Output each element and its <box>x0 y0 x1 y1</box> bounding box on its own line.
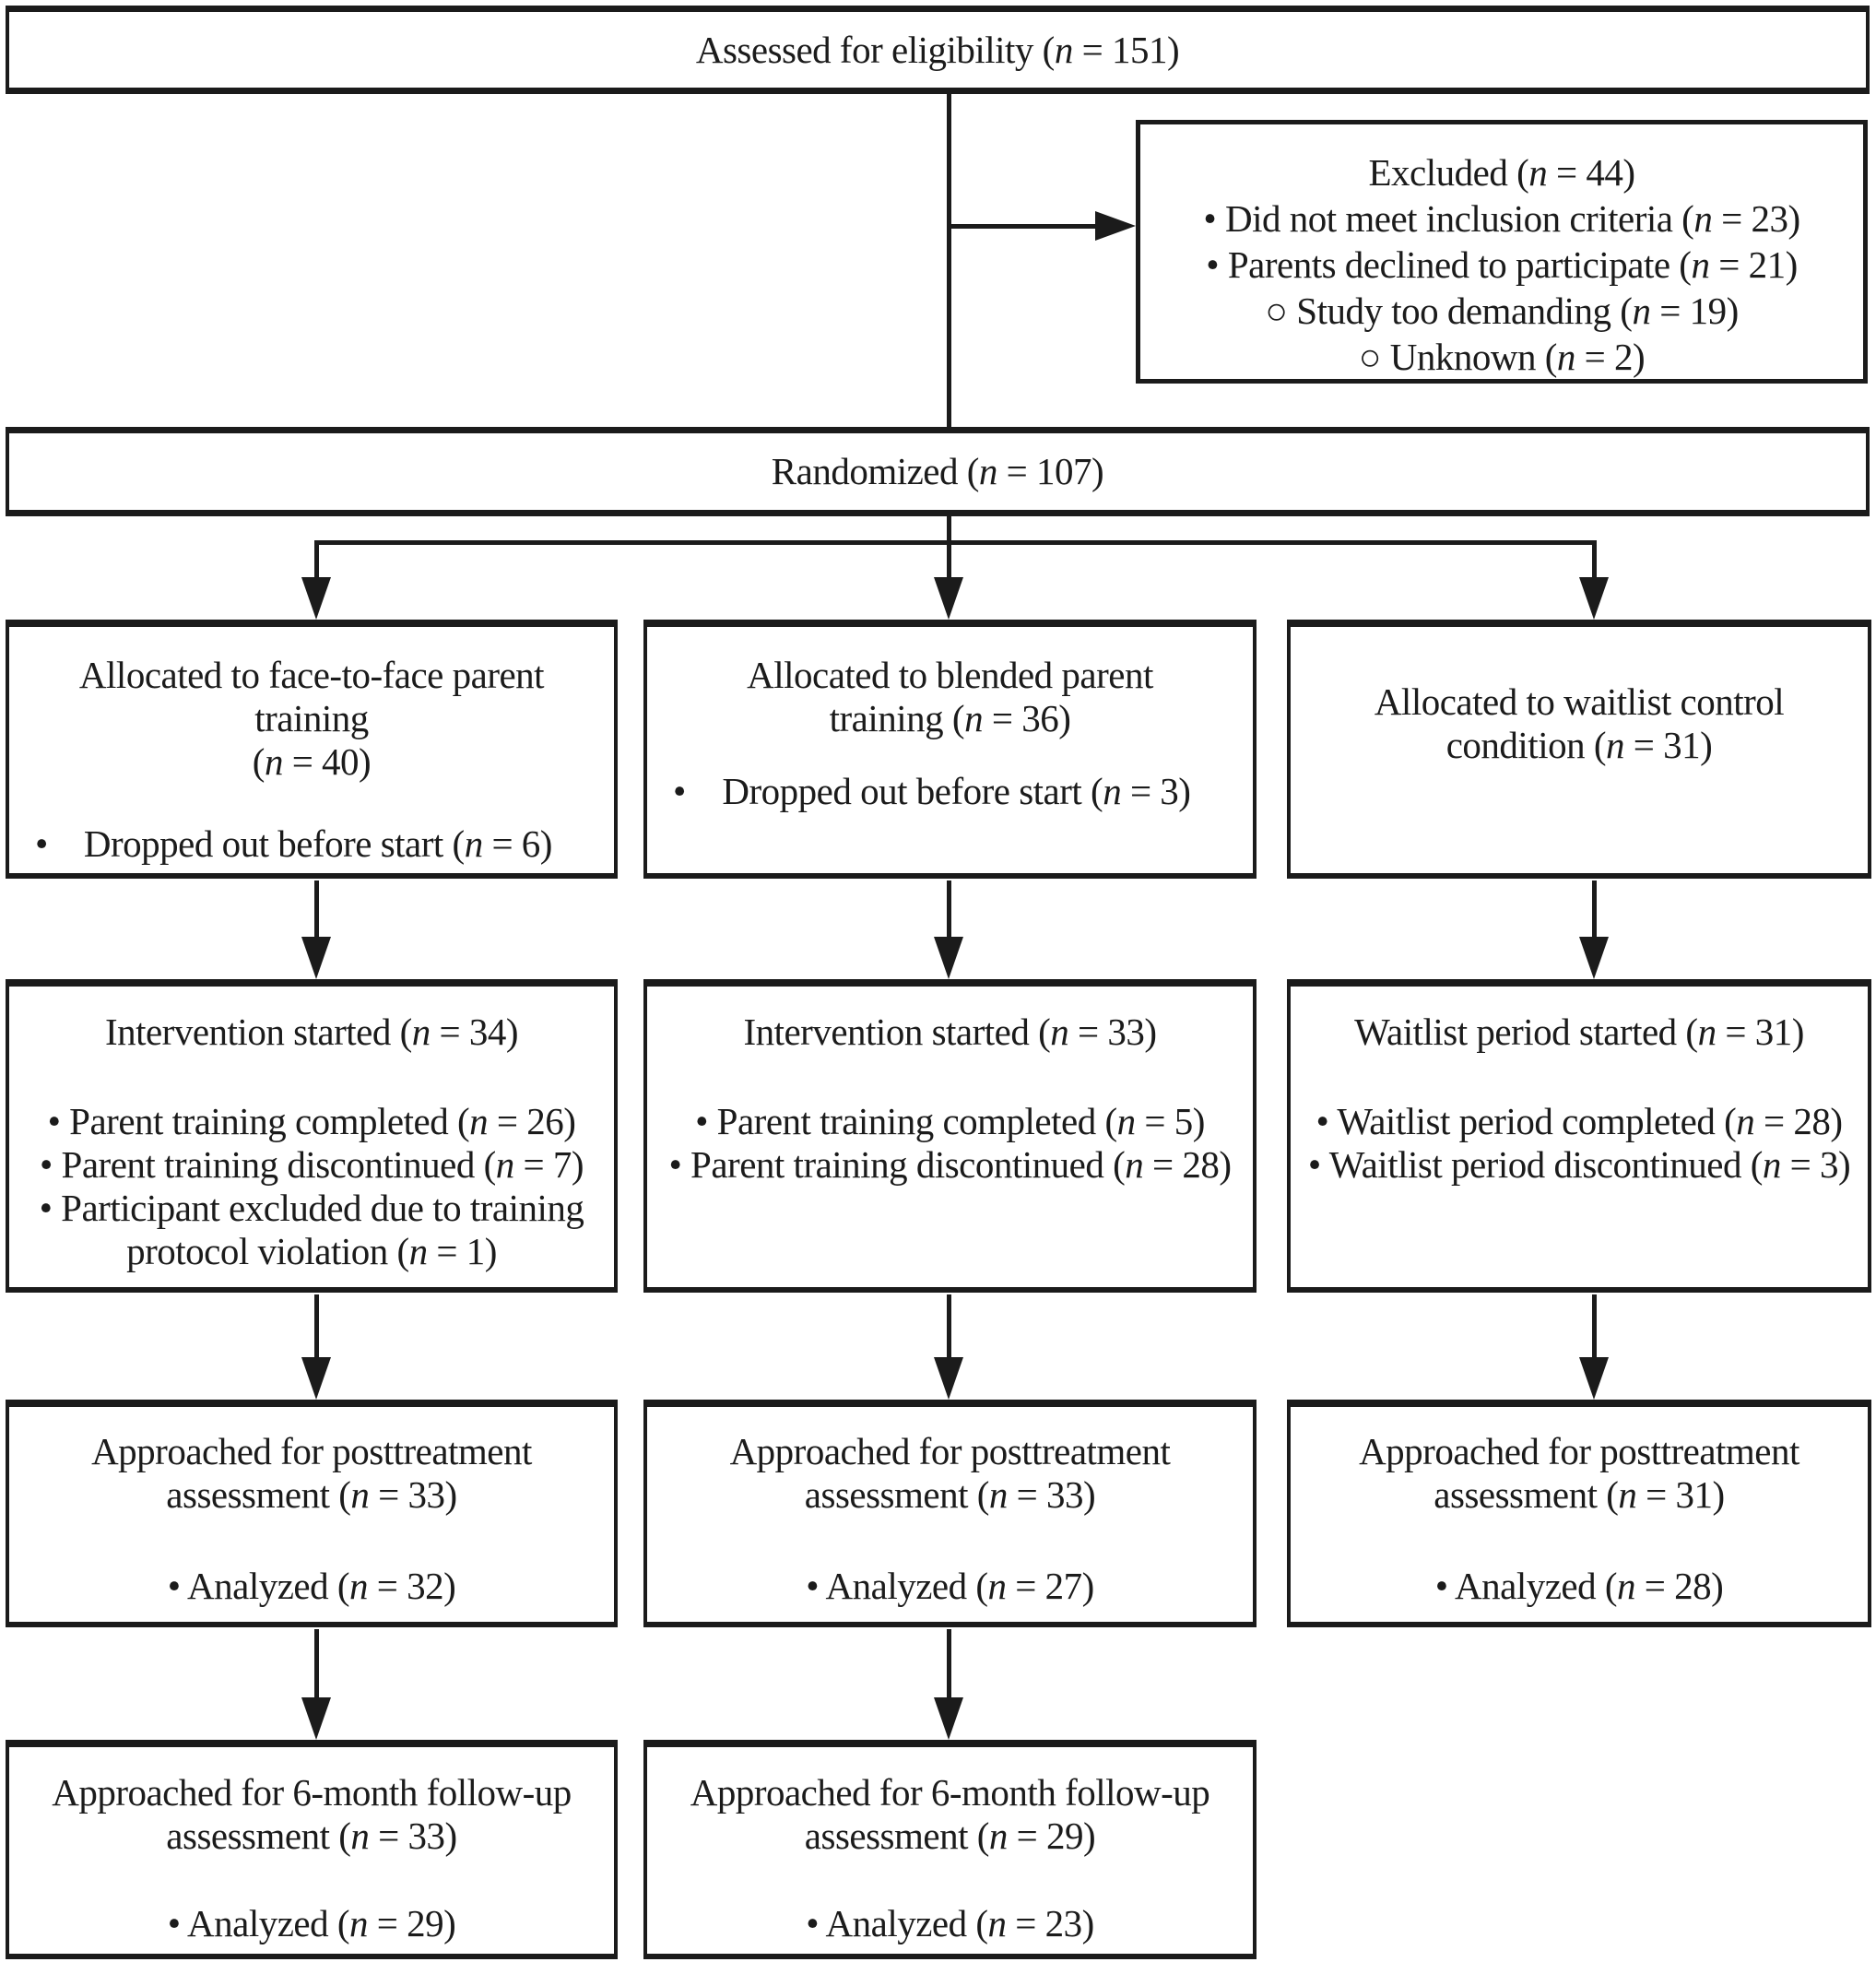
fu-title-line: assessment (n = 33) <box>166 1814 457 1857</box>
alloc-title-line: training (n = 36) <box>829 697 1071 739</box>
connector-alloc-int-middle <box>947 881 951 940</box>
bullet-glyph: • <box>673 770 686 812</box>
arrowhead-alloc-right <box>1579 577 1609 620</box>
connector-assessed-to-randomized <box>947 92 951 428</box>
box-posttreatment-blended: Approached for posttreatment assessment … <box>643 1400 1257 1627</box>
excluded-subitem: ○ Study too demanding (n = 19) <box>1265 290 1739 332</box>
box-waitlist-period: Waitlist period started (n = 31) • Waitl… <box>1287 979 1871 1293</box>
randomized-label: Randomized (n = 107) <box>771 450 1104 492</box>
int-item: • Waitlist period discontinued (n = 3) <box>1307 1143 1851 1186</box>
analyzed-item: • Analyzed (n = 23) <box>806 1902 1094 1944</box>
alloc-title-line: (n = 40) <box>252 740 372 783</box>
int-title: Waitlist period started (n = 31) <box>1354 1011 1804 1053</box>
arrowhead-int-right <box>1579 937 1609 979</box>
excluded-subitem: ○ Unknown (n = 2) <box>1358 336 1646 378</box>
branch-stub-left <box>314 540 319 581</box>
int-title: Intervention started (n = 34) <box>104 1011 519 1053</box>
connector-randomized-stub <box>947 516 951 544</box>
dropout-text: Dropped out before start (n = 6) <box>83 822 553 865</box>
int-item: • Participant excluded due to training <box>39 1187 584 1229</box>
connector-post-fu-left <box>314 1629 319 1701</box>
post-title-line: assessment (n = 33) <box>166 1473 457 1516</box>
box-allocated-face-to-face: Allocated to face-to-face parent trainin… <box>6 620 618 879</box>
int-items: • Waitlist period completed (n = 28) • W… <box>1291 1100 1868 1187</box>
dropout-item: • Dropped out before start (n = 3) <box>647 770 1253 813</box>
excluded-title: Excluded (n = 44) <box>1368 151 1635 194</box>
alloc-title-line: training <box>254 697 369 739</box>
bullet-glyph: • <box>35 822 48 865</box>
fu-title-line: Approached for 6-month follow-up <box>52 1771 572 1814</box>
assessed-label: Assessed for eligibility (n = 151) <box>695 28 1180 71</box>
arrowhead-excluded <box>1095 211 1136 241</box>
connector-int-post-right <box>1592 1294 1597 1359</box>
post-title-line: Approached for posttreatment <box>1359 1430 1799 1472</box>
analyzed-item: • Analyzed (n = 29) <box>167 1902 456 1944</box>
arrowhead-fu-left <box>301 1697 331 1740</box>
dropout-item: • Dropped out before start (n = 6) <box>9 822 614 866</box>
connector-to-excluded <box>949 224 1099 229</box>
connector-alloc-int-left <box>314 881 319 940</box>
box-posttreatment-face-to-face: Approached for posttreatment assessment … <box>6 1400 618 1627</box>
branch-stub-middle <box>947 540 951 581</box>
analyzed-item: • Analyzed (n = 28) <box>1434 1565 1724 1607</box>
analyzed-item: • Analyzed (n = 27) <box>806 1565 1094 1607</box>
box-excluded: Excluded (n = 44) • Did not meet inclusi… <box>1136 120 1868 384</box>
connector-int-post-left <box>314 1294 319 1359</box>
connector-post-fu-middle <box>947 1629 951 1701</box>
alloc-title-line: Allocated to waitlist control <box>1374 680 1785 723</box>
arrowhead-fu-middle <box>934 1697 963 1740</box>
alloc-title-line: Allocated to face-to-face parent <box>78 654 545 696</box>
post-title-line: assessment (n = 31) <box>1434 1473 1725 1516</box>
box-intervention-face-to-face: Intervention started (n = 34) • Parent t… <box>6 979 618 1293</box>
int-item: • Parent training completed (n = 5) <box>695 1100 1205 1142</box>
int-item-continuation: protocol violation (n = 1) <box>126 1230 497 1272</box>
arrowhead-post-middle <box>934 1357 963 1400</box>
branch-stub-right <box>1592 540 1597 581</box>
post-title-line: Approached for posttreatment <box>729 1430 1171 1472</box>
alloc-title-line: Allocated to blended parent <box>747 654 1153 696</box>
box-allocated-waitlist: Allocated to waitlist control condition … <box>1287 620 1871 879</box>
box-assessed-eligibility: Assessed for eligibility (n = 151) <box>6 6 1870 94</box>
int-items: • Parent training completed (n = 26) • P… <box>9 1100 614 1273</box>
arrowhead-int-left <box>301 937 331 979</box>
alloc-title-line: condition (n = 31) <box>1445 724 1713 766</box>
post-title-line: Approached for posttreatment <box>91 1430 532 1472</box>
excluded-item: • Did not meet inclusion criteria (n = 2… <box>1203 197 1800 240</box>
box-randomized: Randomized (n = 107) <box>6 427 1870 516</box>
analyzed-item: • Analyzed (n = 32) <box>167 1565 456 1607</box>
int-items: • Parent training completed (n = 5) • Pa… <box>647 1100 1253 1187</box>
connector-int-post-middle <box>947 1294 951 1359</box>
int-title: Intervention started (n = 33) <box>743 1011 1157 1053</box>
post-title-line: assessment (n = 33) <box>804 1473 1096 1516</box>
box-intervention-blended: Intervention started (n = 33) • Parent t… <box>643 979 1257 1293</box>
arrowhead-alloc-middle <box>934 577 963 620</box>
int-item: • Parent training discontinued (n = 7) <box>39 1143 584 1186</box>
box-allocated-blended: Allocated to blended parent training (n … <box>643 620 1257 879</box>
fu-title-line: Approached for 6-month follow-up <box>690 1771 1210 1814</box>
box-posttreatment-waitlist: Approached for posttreatment assessment … <box>1287 1400 1871 1627</box>
box-followup-face-to-face: Approached for 6-month follow-up assessm… <box>6 1740 618 1959</box>
int-item: • Parent training discontinued (n = 28) <box>668 1143 1232 1186</box>
connector-alloc-int-right <box>1592 881 1597 940</box>
box-followup-blended: Approached for 6-month follow-up assessm… <box>643 1740 1257 1959</box>
fu-title-line: assessment (n = 29) <box>804 1814 1096 1857</box>
int-item: • Parent training completed (n = 26) <box>47 1100 576 1142</box>
branch-line <box>314 540 1597 545</box>
dropout-text: Dropped out before start (n = 3) <box>722 770 1191 812</box>
int-item: • Waitlist period completed (n = 28) <box>1316 1100 1843 1142</box>
arrowhead-post-right <box>1579 1357 1609 1400</box>
arrowhead-alloc-left <box>301 577 331 620</box>
arrowhead-int-middle <box>934 937 963 979</box>
excluded-item: • Parents declined to participate (n = 2… <box>1206 243 1798 286</box>
arrowhead-post-left <box>301 1357 331 1400</box>
